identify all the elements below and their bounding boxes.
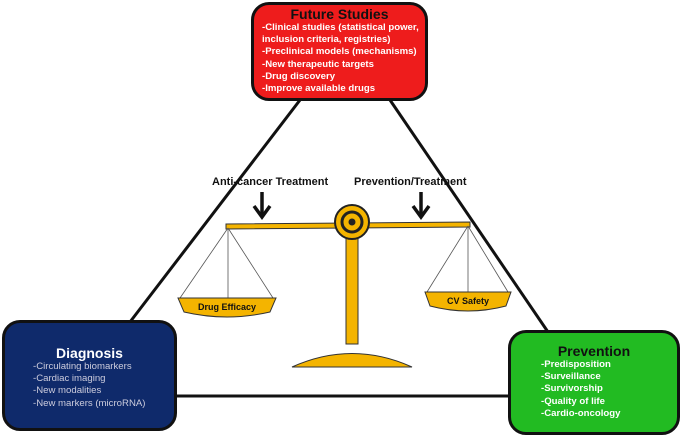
list-item: -Predisposition [541, 359, 611, 370]
list-item: -Drug discovery [262, 70, 336, 82]
scale-post [345, 231, 359, 345]
drug-efficacy-label: Drug Efficacy [197, 302, 257, 312]
list-item: -Surveillance [541, 371, 601, 383]
diagnosis-list: -Circulating biomarkers -Cardiac imaging… [5, 361, 174, 410]
list-item: -Clinical studies (statistical power, [262, 22, 419, 33]
future-studies-box: Future Studies -Clinical studies (statis… [251, 2, 428, 101]
list-item: -Preclinical models (mechanisms) [262, 46, 417, 58]
list-item: -New modalities [33, 385, 102, 397]
balance-scale-icon [177, 204, 512, 368]
list-item: -Circulating biomarkers [33, 361, 132, 372]
list-item: inclusion criteria, registries) [262, 34, 391, 46]
prevention-list: -Predisposition -Surveillance -Survivors… [511, 359, 677, 420]
triangle-edge-left [128, 99, 302, 323]
list-item: -New therapeutic targets [262, 58, 374, 70]
anti-cancer-treatment-label: Anti-cancer Treatment [212, 176, 329, 188]
arrow-down-right-icon [411, 192, 431, 220]
triangle-edge-right [388, 99, 550, 333]
diagnosis-box: Diagnosis -Circulating biomarkers -Cardi… [2, 320, 177, 431]
list-item: -Cardio-oncology [541, 407, 621, 419]
future-studies-list: -Clinical studies (statistical power, in… [254, 22, 425, 95]
prevention-title: Prevention [557, 343, 631, 359]
list-item: -Survivorship [541, 383, 603, 395]
list-item: -Improve available drugs [262, 83, 376, 95]
pan-left [177, 297, 277, 318]
prevention-treatment-label: Prevention/Treatment [354, 176, 467, 188]
prevention-box: Prevention -Predisposition -Surveillance… [508, 330, 680, 435]
arrow-down-left-icon [252, 192, 272, 220]
cv-safety-label: CV Safety [446, 296, 490, 306]
diagnosis-title: Diagnosis [56, 345, 123, 361]
list-item: -Quality of life [541, 395, 605, 407]
list-item: -Cardiac imaging [33, 373, 106, 385]
pan-right [424, 291, 512, 312]
list-item: -New markers (microRNA) [33, 397, 146, 409]
future-studies-title: Future Studies [290, 6, 389, 22]
scale-base [291, 353, 413, 368]
